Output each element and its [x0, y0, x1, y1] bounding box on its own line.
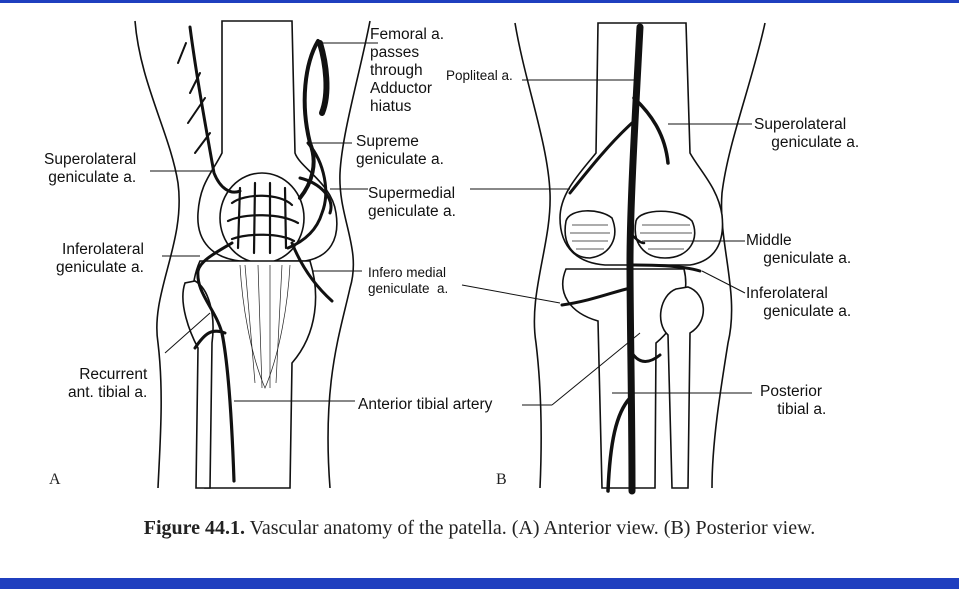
label-femoral-artery: Femoral a. passes through Adductor hiatu… — [370, 26, 445, 115]
lateral-condyle — [564, 210, 616, 259]
femur-posterior — [559, 22, 724, 266]
popliteal-artery-b — [626, 23, 644, 495]
label-inferolateral-geniculate-a: Inferolateral geniculate a. — [56, 241, 144, 276]
inferolateral-genicular-a — [196, 241, 234, 335]
anterior-leg-outline-right — [327, 20, 371, 489]
label-inferolateral-geniculate-b: Inferolateral geniculate a. — [746, 285, 852, 320]
posterior-leg-outline-left — [514, 22, 551, 489]
superolateral-genicular-a — [188, 25, 242, 194]
caption-text: Vascular anatomy of the patella. (A) Ant… — [245, 517, 816, 539]
panel-letter-b: B — [496, 471, 507, 488]
figure-caption: Figure 44.1. Vascular anatomy of the pat… — [0, 517, 959, 540]
superolateral-genicular-b — [632, 96, 670, 165]
label-superolateral-geniculate-a: Superolateral geniculate a. — [44, 151, 137, 186]
top-frame-bar — [0, 0, 959, 3]
supermedial-genicular-a — [298, 176, 333, 215]
superomedial-genicular-b — [568, 121, 634, 195]
label-anterior-tibial-artery: Anterior tibial artery — [358, 396, 493, 413]
anterior-view-drawing — [134, 20, 378, 489]
posterior-view-drawing — [461, 22, 766, 495]
medial-condyle — [634, 210, 696, 259]
figure-illustration: Femoral a. passes through Adductor hiatu… — [0, 3, 959, 503]
posterior-tibial-b — [606, 396, 632, 493]
anterior-leg-outline-left — [134, 20, 180, 489]
label-posterior-tibial: Posterior tibial a. — [760, 383, 827, 418]
caption-label: Figure 44.1. — [143, 517, 246, 539]
patellar-tendon — [239, 264, 291, 389]
inferolateral-genicular-b — [628, 263, 702, 273]
panel-b-leaders — [461, 79, 752, 406]
label-superolateral-geniculate-b: Superolateral geniculate a. — [754, 116, 860, 151]
knee-vascular-drawing — [134, 20, 766, 495]
fibula-posterior — [659, 286, 705, 489]
condyle-hatching — [570, 224, 692, 250]
label-infero-medial-geniculate: Infero medial geniculate a. — [368, 265, 449, 296]
panel-a-leaders — [150, 42, 378, 402]
label-popliteal-artery: Popliteal a. — [446, 68, 513, 83]
peroneal-branch-b — [630, 351, 662, 363]
inferomedial-genicular-b — [560, 286, 632, 307]
label-supermedial-geniculate: Supermedial geniculate a. — [368, 185, 456, 220]
femoral-artery-trunk-a — [317, 40, 330, 116]
superolateral-branches-a — [177, 42, 211, 154]
label-recurrent-ant-tibial: Recurrent ant. tibial a. — [68, 366, 148, 401]
posterior-leg-outline-right — [711, 22, 766, 489]
panel-letter-a: A — [49, 471, 61, 488]
supreme-genicular-a — [286, 141, 328, 250]
fibula-anterior — [182, 280, 214, 489]
middle-genicular-b — [628, 231, 646, 245]
patellar-anastomosis-network — [226, 181, 300, 255]
label-middle-geniculate: Middle geniculate a. — [746, 232, 852, 267]
anterior-tibial-artery-a — [220, 331, 236, 483]
bottom-frame-bar — [0, 578, 959, 589]
label-supreme-geniculate: Supreme geniculate a. — [356, 133, 444, 168]
inferomedial-genicular-a — [290, 241, 334, 303]
